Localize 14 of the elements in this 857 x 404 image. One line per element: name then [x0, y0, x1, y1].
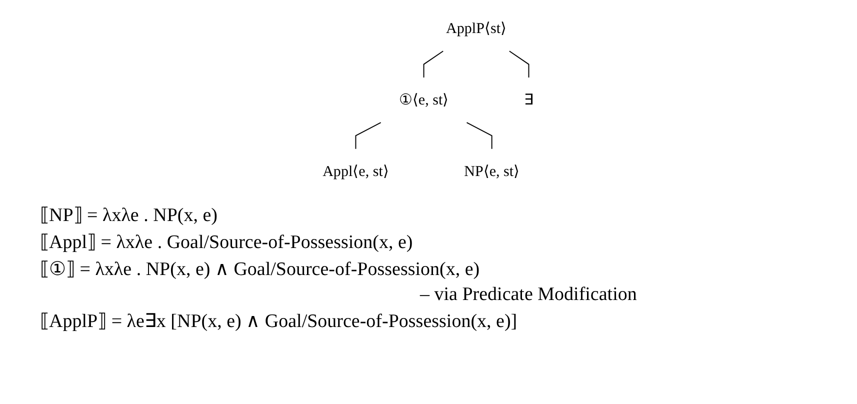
node-text: NP⟨e, st⟩	[464, 163, 520, 180]
connector	[356, 122, 382, 150]
formula-text: ⟦NP⟧ = λxλe . NP(x, e)	[40, 204, 218, 227]
connector	[466, 122, 493, 150]
node-text: ∃	[524, 92, 534, 108]
note-text: – via Predicate Modification	[418, 284, 637, 306]
formula-text: ⟦①⟧ = λxλe . NP(x, e) ∧ Goal/Source-of-Possession(x, e)	[40, 258, 481, 281]
node-text: Appl⟨e, st⟩	[322, 163, 390, 180]
connector	[509, 50, 530, 78]
formula-text: ⟦Appl⟧ = λxλe . Goal/Source-of-Possession(x, e)	[40, 231, 414, 254]
node-text: ApplP⟨st⟩	[446, 20, 507, 37]
connector	[424, 50, 444, 78]
formula-text: ⟦ApplP⟧ = λe∃x [NP(x, e) ∧ Goal/Source-of-Possession(x, e)]	[40, 310, 518, 333]
node-text: ①⟨e, st⟩	[399, 92, 450, 108]
